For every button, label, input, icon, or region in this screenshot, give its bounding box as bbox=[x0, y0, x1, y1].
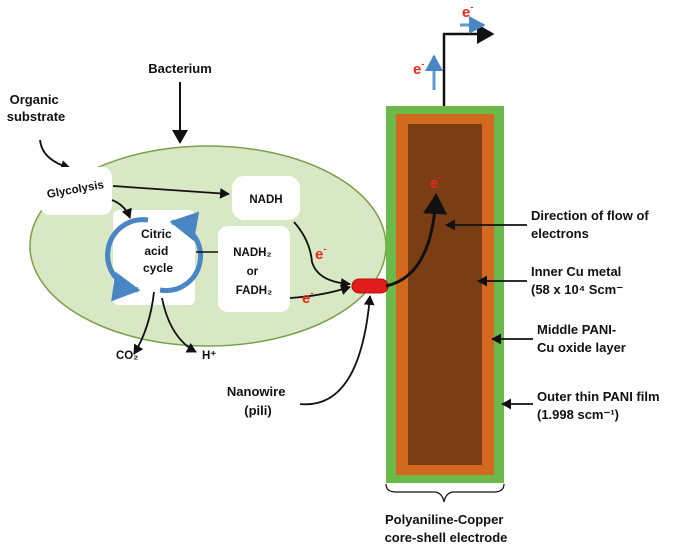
electron-label-1: e- bbox=[315, 244, 326, 263]
h-plus-arrow bbox=[161, 297, 197, 353]
substrate-arrow bbox=[39, 139, 71, 171]
co2-label: CO₂ bbox=[116, 350, 138, 362]
cycle-arrow-left-icon bbox=[105, 217, 149, 302]
nanowire-label: Nanowire (pili) bbox=[227, 384, 289, 418]
electrode-caption: Polyaniline-Copper core-shell electrode bbox=[385, 512, 508, 545]
glycolysis-to-cycle-arrow bbox=[111, 199, 132, 219]
nanowire-label-arrow bbox=[299, 295, 375, 406]
nadh2-fadh2-box bbox=[218, 226, 290, 312]
nadh-to-nanowire-arrow bbox=[293, 221, 351, 289]
middle-pani-label: Middle PANI- Cu oxide layer bbox=[537, 322, 626, 355]
electron-flow-arrow bbox=[385, 193, 448, 288]
bacterium-label: Bacterium bbox=[148, 61, 212, 76]
nadh-label: NADH bbox=[249, 194, 282, 206]
outer-pani-label: Outer thin PANI film (1.998 scm⁻¹) bbox=[537, 389, 663, 422]
nadh2-fadh2-label: NADH₂ or FADH₂ bbox=[233, 247, 275, 297]
co2-arrow bbox=[133, 291, 155, 355]
cycle-arrow-right-icon bbox=[159, 211, 204, 293]
external-circuit-wire bbox=[442, 24, 495, 106]
electron-label-wire: e- bbox=[413, 59, 424, 78]
nanowire-pili bbox=[351, 278, 389, 294]
glycolysis-box bbox=[40, 167, 112, 215]
inner-cu-metal bbox=[408, 124, 482, 465]
citric-cycle-label: Citric acid cycle bbox=[141, 227, 175, 275]
glycolysis-to-nadh-arrow bbox=[112, 185, 230, 199]
direction-flow-label: Direction of flow of electrons bbox=[531, 208, 652, 241]
nadh-box bbox=[232, 176, 300, 220]
electron-label-top: e- bbox=[462, 2, 473, 21]
h-plus-label: H⁺ bbox=[202, 350, 216, 362]
organic-substrate-label: Organic substrate bbox=[7, 92, 66, 124]
electrode-brace bbox=[385, 483, 505, 503]
electron-label-electrode: e- bbox=[430, 173, 441, 192]
inner-cu-label: Inner Cu metal (58 x 10⁴ Scm⁻ bbox=[531, 264, 625, 297]
nadh2-to-nanowire-arrow bbox=[289, 284, 351, 299]
electron-label-2: e- bbox=[302, 288, 313, 307]
